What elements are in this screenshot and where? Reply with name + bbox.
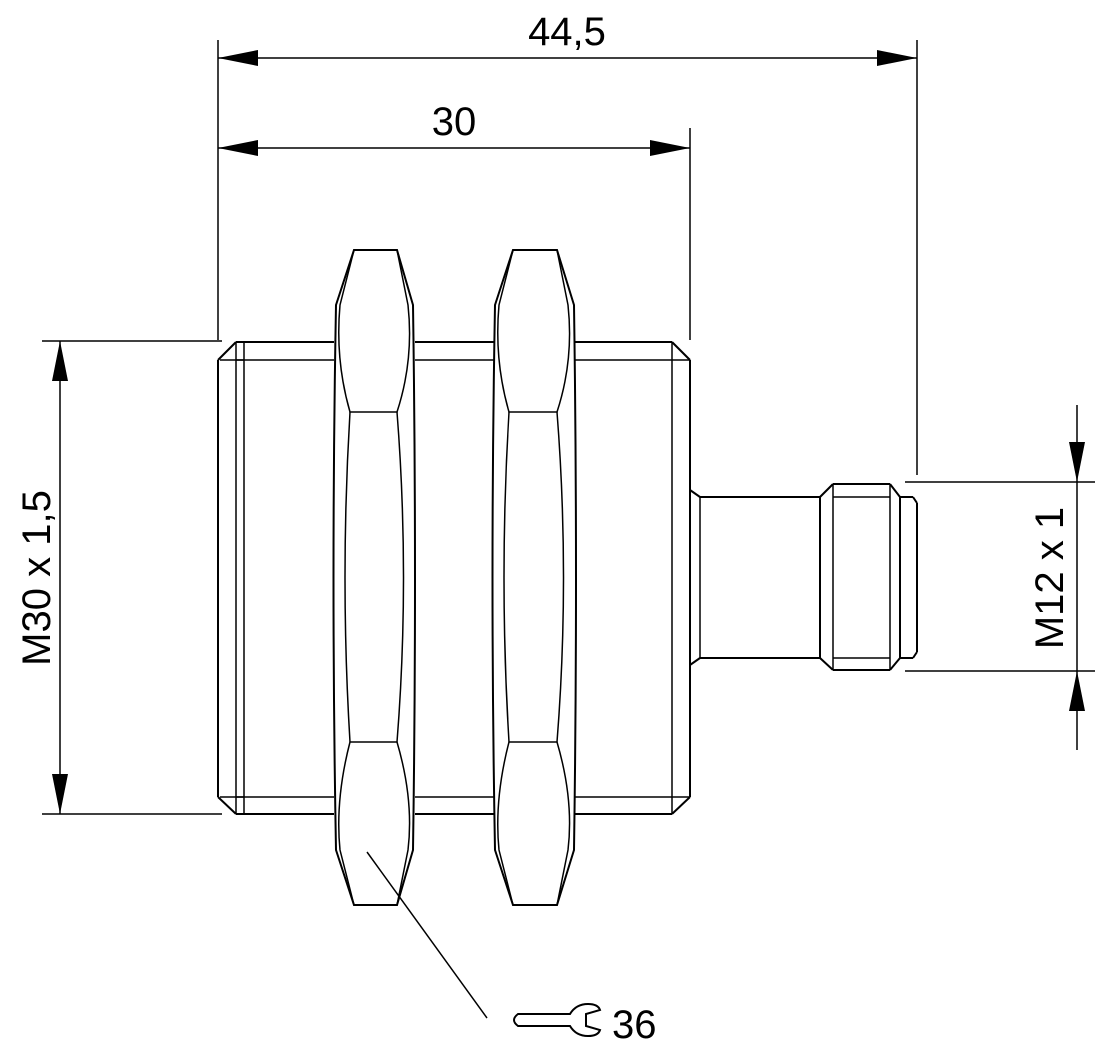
dimension-overall-length-label: 44,5: [528, 10, 606, 54]
dimension-connector-thread-label: M12 x 1: [1028, 507, 1072, 649]
dimension-thread-length: 30: [218, 100, 691, 340]
connector-plug: [689, 483, 918, 671]
dimension-main-thread-label: M30 x 1,5: [15, 490, 59, 666]
dimension-connector-thread: M12 x 1: [905, 405, 1095, 750]
dimension-main-thread: M30 x 1,5: [15, 340, 222, 815]
wrench-size-label: 36: [612, 1003, 657, 1047]
dimension-thread-length-label: 30: [432, 100, 477, 144]
hex-nut-front: [332, 249, 416, 906]
sensor-body: [217, 341, 691, 815]
wrench-icon: [513, 1002, 602, 1038]
hex-nut-rear: [491, 249, 577, 906]
dimension-overall-length: 44,5: [217, 10, 918, 475]
wrench-callout: 36: [366, 851, 657, 1047]
